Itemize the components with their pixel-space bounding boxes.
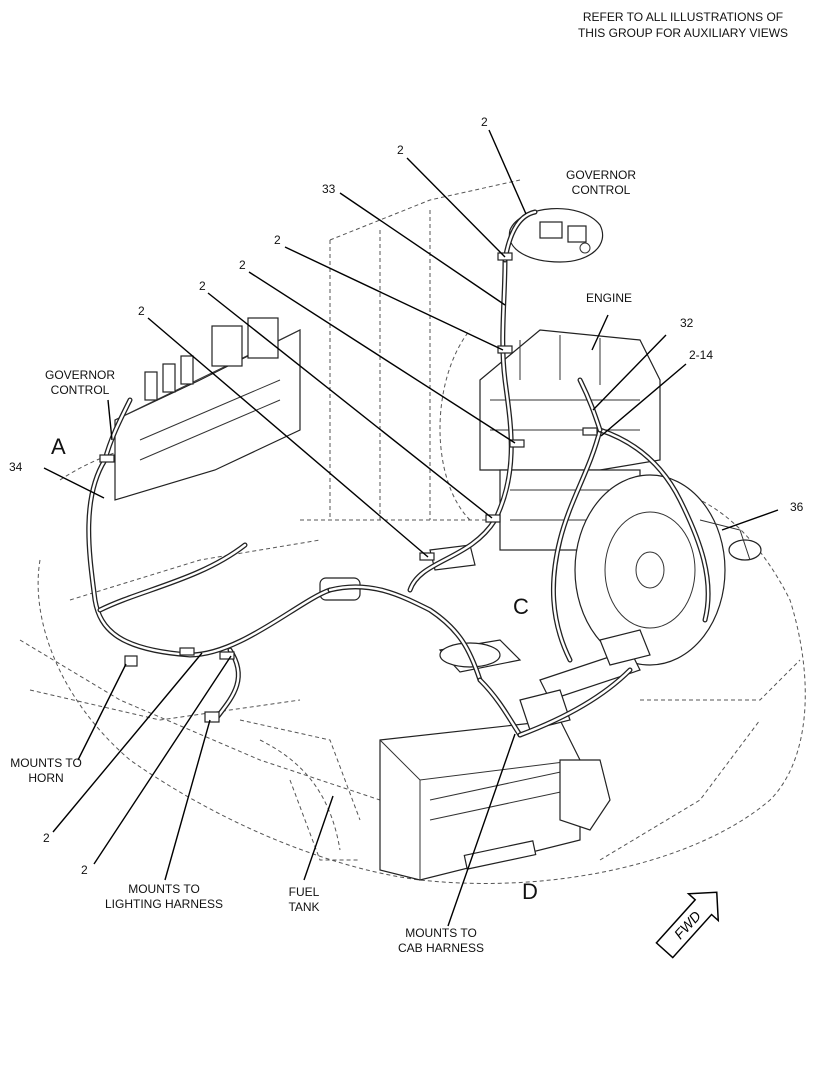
- callout-33: 33: [322, 182, 336, 196]
- left-component-stack: [114, 317, 301, 501]
- callout-2-14: 2-14: [689, 348, 713, 362]
- engine-label: ENGINE: [586, 291, 632, 305]
- callout-2: 2: [239, 258, 246, 272]
- view-letter-a: A: [51, 434, 66, 459]
- mounts-to-cab-label-2: CAB HARNESS: [398, 941, 484, 955]
- governor-control-top-label-1: GOVERNOR: [566, 168, 636, 182]
- callout-2: 2: [81, 863, 88, 877]
- governor-control-top-label-2: CONTROL: [572, 183, 631, 197]
- callout-2: 2: [481, 115, 488, 129]
- callout-32: 32: [680, 316, 694, 330]
- flywheel-housing: [574, 474, 762, 666]
- mounts-to-horn-label-1: MOUNTS TO: [10, 756, 82, 770]
- callout-2: 2: [274, 233, 281, 247]
- mounts-to-horn-label-2: HORN: [28, 771, 63, 785]
- callout-2: 2: [43, 831, 50, 845]
- mounts-to-cab-label-1: MOUNTS TO: [405, 926, 477, 940]
- mounts-to-lighting-label-2: LIGHTING HARNESS: [105, 897, 223, 911]
- note-line-1: REFER TO ALL ILLUSTRATIONS OF: [583, 10, 783, 24]
- callout-36: 36: [790, 500, 804, 514]
- leader-lines: [43, 129, 779, 927]
- view-letter-d: D: [522, 879, 538, 904]
- battery-box: [379, 719, 611, 881]
- wiring-harness: [86, 209, 711, 738]
- callout-2: 2: [199, 279, 206, 293]
- fuel-tank-label-2: TANK: [288, 900, 319, 914]
- view-letter-c: C: [513, 594, 529, 619]
- callout-2: 2: [138, 304, 145, 318]
- governor-control-left-label-1: GOVERNOR: [45, 368, 115, 382]
- part-callouts: 2 2 33 2 2 2 2 32 2-14 34 36 2 2: [9, 115, 804, 877]
- governor-control-top: [508, 207, 604, 263]
- top-note: REFER TO ALL ILLUSTRATIONS OF THIS GROUP…: [578, 10, 788, 40]
- fwd-arrow: FWD: [655, 891, 720, 959]
- mounts-to-lighting-label-1: MOUNTS TO: [128, 882, 200, 896]
- governor-control-left-label-2: CONTROL: [51, 383, 110, 397]
- component-labels: GOVERNOR CONTROL ENGINE GOVERNOR CONTROL…: [10, 168, 636, 955]
- fwd-arrow-icon: [655, 891, 720, 959]
- note-line-2: THIS GROUP FOR AUXILIARY VIEWS: [578, 26, 788, 40]
- callout-34: 34: [9, 460, 23, 474]
- view-letters: A C D: [51, 434, 538, 904]
- fuel-tank-label-1: FUEL: [289, 885, 320, 899]
- callout-2: 2: [397, 143, 404, 157]
